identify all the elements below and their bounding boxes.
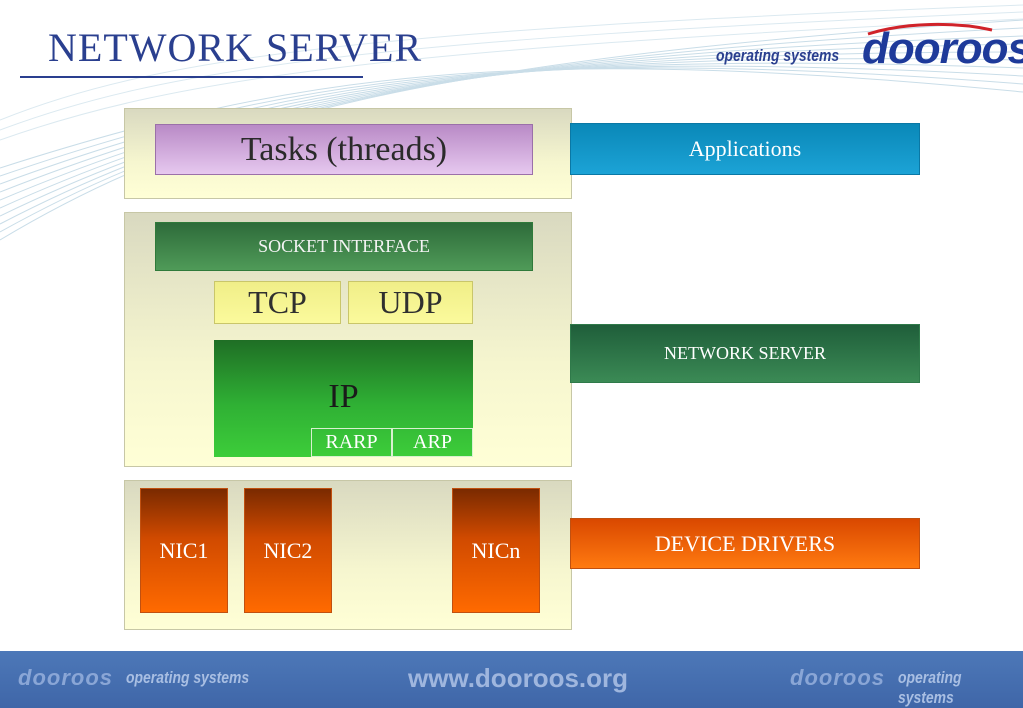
footer-tagline-right: operating systems	[898, 668, 962, 707]
footer-url[interactable]: www.dooroos.org	[408, 663, 629, 693]
device-drivers-label: DEVICE DRIVERS	[570, 518, 920, 569]
logo-tagline: operating systems	[716, 46, 840, 65]
tcp-box: TCP	[214, 281, 341, 324]
nicn-box: NICn	[452, 488, 540, 613]
network-server-label: NETWORK SERVER	[570, 324, 920, 383]
tasks-box: Tasks (threads)	[155, 124, 533, 175]
ip-label: IP	[328, 378, 359, 415]
nic2-box: NIC2	[244, 488, 332, 613]
ip-box: IP	[214, 340, 473, 457]
footer-tagline-left: operating systems	[126, 668, 250, 687]
arp-box: ARP	[392, 428, 473, 457]
udp-box: UDP	[348, 281, 473, 324]
logo-swoosh-icon	[867, 22, 993, 36]
logo-brand: dooroos	[862, 24, 1023, 73]
nic1-box: NIC1	[140, 488, 228, 613]
rarp-box: RARP	[311, 428, 392, 457]
applications-label: Applications	[570, 123, 920, 175]
page-title: NETWORK SERVER	[48, 25, 423, 70]
footer-brand-left: dooroos	[18, 665, 113, 690]
footer-bar: dooroos operating systems www.dooroos.or…	[0, 651, 1023, 708]
socket-interface-box: SOCKET INTERFACE	[155, 222, 533, 271]
title-underline	[20, 76, 363, 78]
footer-brand-right: dooroos	[790, 665, 885, 690]
